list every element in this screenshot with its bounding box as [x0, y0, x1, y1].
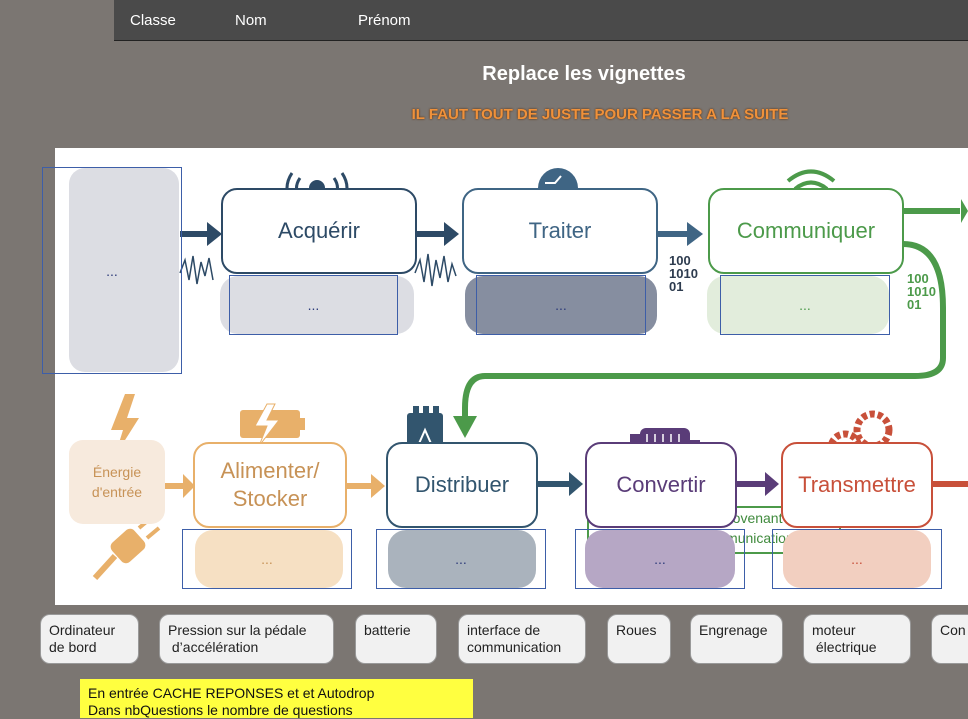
tile-moteur-electrique[interactable]: moteur électrique: [803, 614, 911, 664]
lightning-icon: [111, 394, 139, 456]
drop-zone-communiquer[interactable]: ...: [720, 275, 890, 335]
acquerir-slot: [220, 276, 414, 334]
prenom-label: Prénom: [358, 12, 411, 29]
tile-pression-pedale[interactable]: Pression sur la pédale d’accélération: [159, 614, 334, 664]
traiter-slot: [465, 276, 657, 334]
drop-zone-convertir[interactable]: ...: [575, 529, 745, 589]
energy-input-box: Énergie d'entrée: [69, 440, 165, 524]
tile-partial[interactable]: Con: [931, 614, 968, 664]
classe-label: Classe: [130, 12, 176, 29]
tile-engrenage[interactable]: Engrenage: [690, 614, 783, 664]
traiter-box: Traiter: [462, 188, 658, 274]
page-title: Replace les vignettes: [482, 63, 686, 85]
alimenter-slot: [195, 530, 343, 588]
distribuer-slot: [388, 530, 536, 588]
acquerir-box: Acquérir: [221, 188, 417, 274]
transmettre-slot: [783, 530, 931, 588]
battery-icon: [240, 403, 305, 447]
plug-icon: [92, 516, 161, 581]
page-subtitle: IL FAUT TOUT DE JUSTE POUR PASSER A LA S…: [411, 106, 789, 123]
instructions-note: En entrée CACHE REPONSES et et Autodrop …: [80, 679, 473, 718]
nom-label: Nom: [235, 12, 267, 29]
top-bar: Classe Nom Prénom: [114, 0, 968, 41]
drop-zone-distribuer[interactable]: ...: [376, 529, 546, 589]
alimenter-box: Alimenter/ Stocker: [193, 442, 347, 528]
convertir-box: Convertir: [585, 442, 737, 528]
drop-zone-traiter[interactable]: ...: [476, 275, 646, 335]
transmettre-box: Transmettre: [781, 442, 933, 528]
drop-zone-alimenter[interactable]: ...: [182, 529, 352, 589]
tile-batterie[interactable]: batterie: [355, 614, 437, 664]
drop-zone-input[interactable]: ...: [42, 167, 182, 374]
distribuer-box: Distribuer: [386, 442, 538, 528]
tile-roues[interactable]: Roues: [607, 614, 671, 664]
input-slot: [69, 168, 179, 372]
communiquer-slot: [707, 276, 889, 334]
convertir-slot: [585, 530, 735, 588]
drop-zone-transmettre[interactable]: ...: [772, 529, 942, 589]
communiquer-box: Communiquer: [708, 188, 904, 274]
drop-zone-acquerir[interactable]: ...: [229, 275, 398, 335]
